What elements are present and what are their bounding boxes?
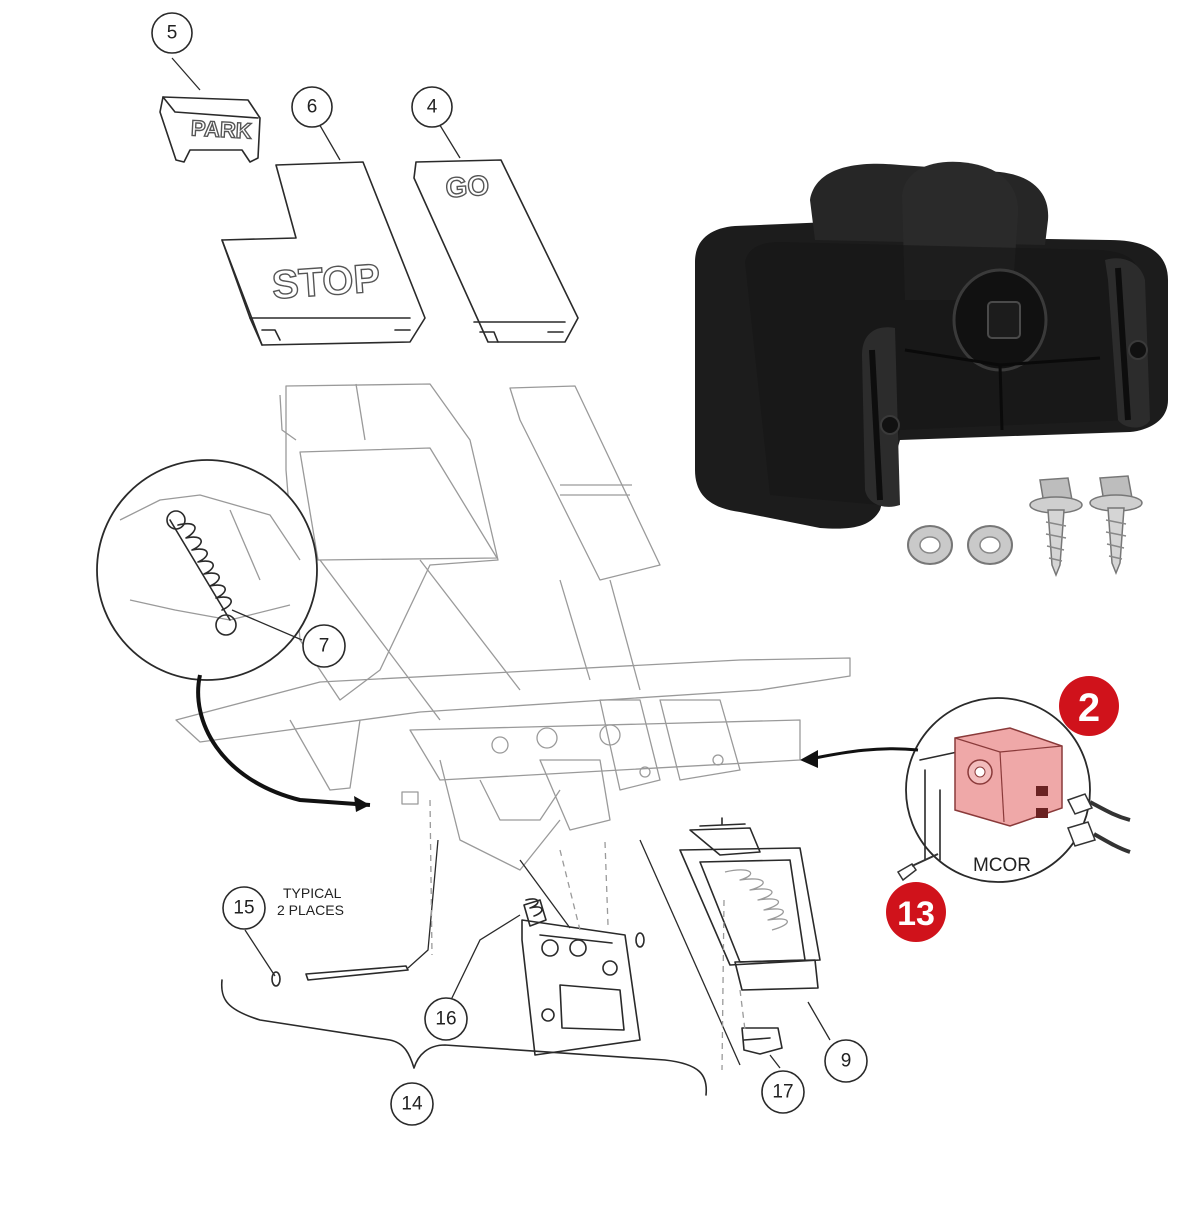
callout-14: 14 [390, 1082, 434, 1126]
svg-text:6: 6 [307, 97, 318, 118]
small-bumper [741, 1027, 783, 1055]
mcor-unit [954, 727, 1063, 827]
svg-text:17: 17 [772, 1082, 793, 1103]
callout-15: 15 [222, 886, 266, 930]
callout-13-highlight: 13 [886, 882, 946, 942]
small-spring [525, 898, 543, 917]
callout-2-highlight: 2 [1059, 676, 1119, 736]
typical-note-line2: 2 PLACES [277, 902, 344, 918]
svg-text:13: 13 [897, 895, 935, 933]
mcor-inset-arrow [800, 747, 919, 768]
extension-spring [166, 510, 237, 636]
leader-lines [171, 57, 831, 1096]
typical-note-line1: TYPICAL [283, 885, 342, 901]
callout-17: 17 [761, 1070, 805, 1114]
mcor-inset: MCOR [896, 697, 1131, 883]
pivot-pin [271, 839, 439, 987]
mcor-screw [896, 853, 939, 882]
mounting-bracket [521, 899, 645, 1056]
callout-7: 7 [302, 624, 346, 668]
svg-text:15: 15 [233, 898, 254, 919]
svg-text:9: 9 [841, 1051, 852, 1072]
svg-text:7: 7 [319, 636, 330, 657]
callout-6: 6 [291, 86, 333, 128]
spring-inset-arrow [196, 674, 371, 812]
go-pedal-cap: GO [413, 159, 579, 343]
spring-detail-inset [96, 459, 318, 681]
mcor-label: MCOR [973, 855, 1031, 876]
svg-text:4: 4 [427, 97, 438, 118]
park-pedal-cap: PARK [159, 96, 261, 163]
svg-text:14: 14 [401, 1094, 423, 1115]
spring-plunger [679, 817, 821, 991]
svg-text:5: 5 [167, 23, 178, 44]
stop-pedal-cap: STOP [221, 161, 426, 346]
mcor-housing-photo [695, 161, 1168, 529]
go-label: GO [445, 170, 491, 204]
svg-text:16: 16 [435, 1009, 456, 1030]
mcor-wire-connectors [1066, 793, 1131, 854]
screws [1029, 475, 1143, 578]
washers [907, 525, 1013, 565]
callout-16: 16 [424, 997, 468, 1041]
callout-9: 9 [824, 1039, 868, 1083]
stop-label: STOP [271, 256, 382, 307]
park-label: PARK [190, 115, 252, 143]
callout-4: 4 [411, 86, 453, 128]
svg-text:2: 2 [1078, 686, 1100, 730]
callout-5: 5 [151, 12, 193, 54]
